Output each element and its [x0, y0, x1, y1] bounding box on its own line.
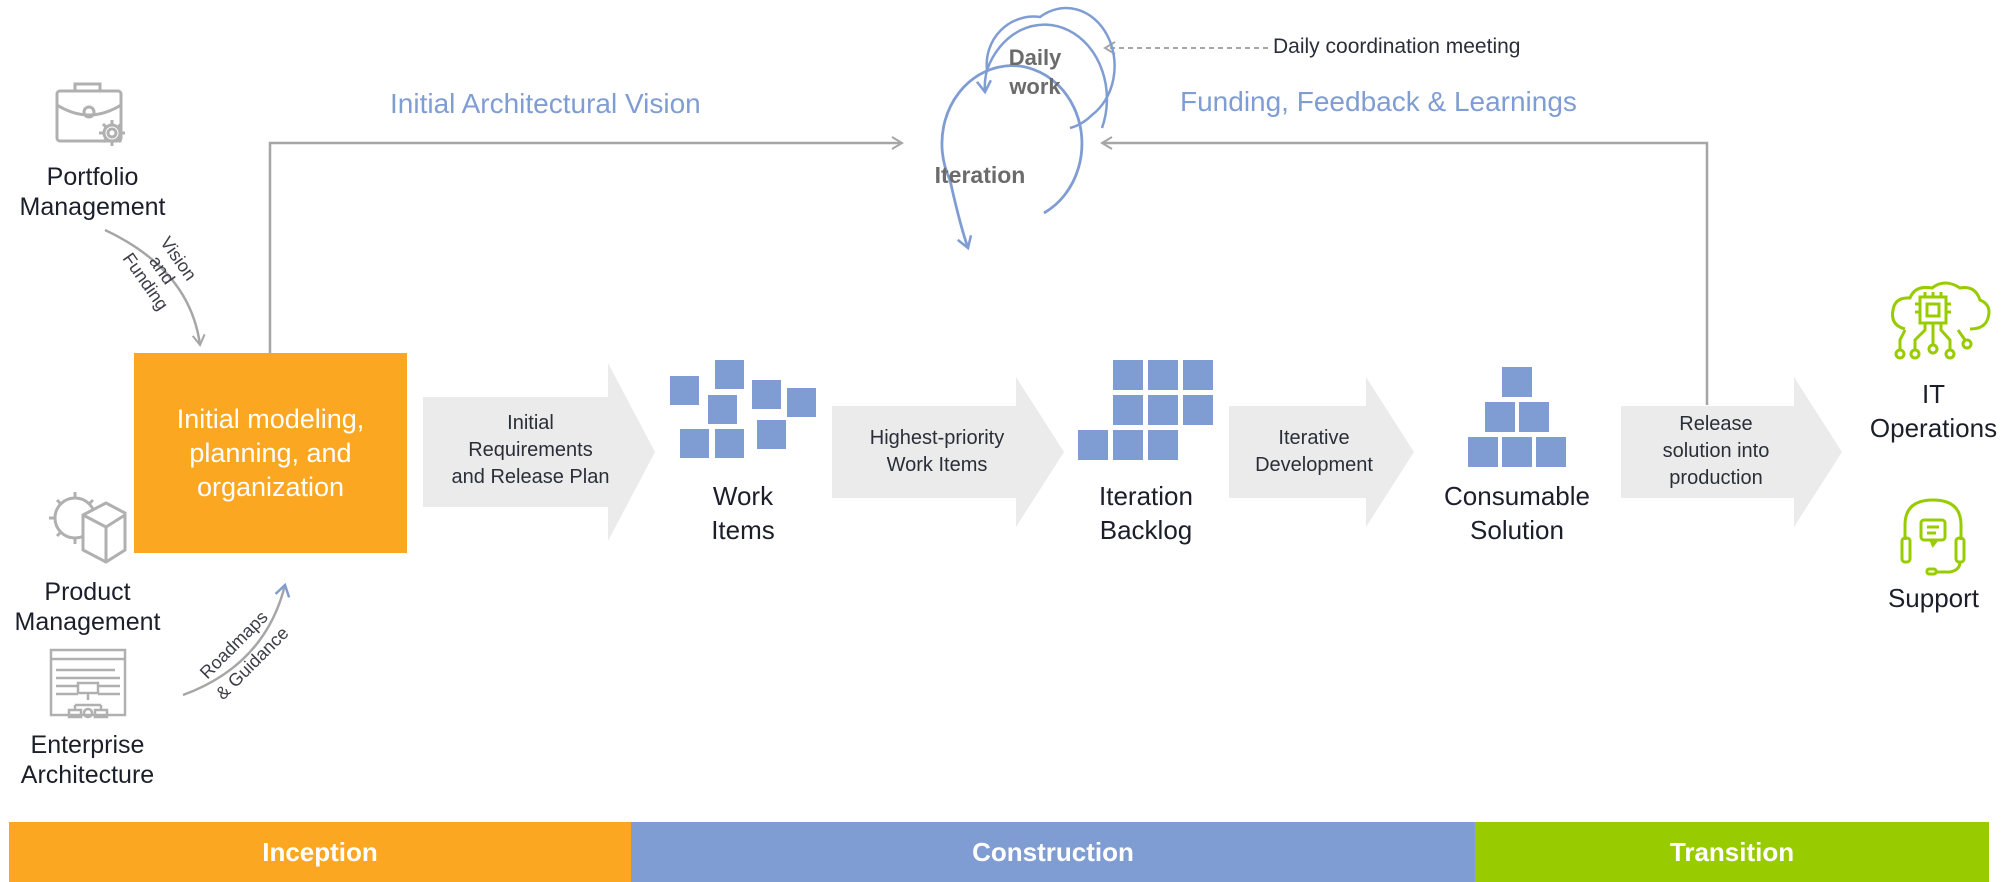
work-items-line2: Items: [711, 515, 775, 545]
flow-arrow-initial-requirements: Initial Requirements and Release Plan: [423, 410, 638, 491]
phase-inception: Inception: [9, 822, 631, 882]
daily-word: Daily: [1008, 45, 1062, 70]
pyramid-blocks-icon: [1468, 367, 1566, 467]
portfolio-line2: Management: [19, 193, 166, 221]
iteration-backlog-line2: Backlog: [1099, 515, 1193, 545]
flow-arrow-2-shape: [832, 377, 1064, 527]
support-label: Support: [1887, 583, 1980, 613]
vision-funding-arrow: [104, 228, 206, 347]
funding-feedback-connector: [1100, 136, 1709, 405]
flow-arrow-release-solution: Release solution into production: [1621, 411, 1811, 492]
architecture-diagram-icon: [49, 648, 127, 719]
phase-transition: Transition: [1475, 822, 1989, 882]
product-management-label: Product Management: [0, 577, 175, 637]
flow-arrow-4-line3: production: [1669, 467, 1763, 489]
initial-modeling-box: Initial modeling, planning, and organiza…: [134, 353, 407, 553]
inception-box-line1: Initial modeling,: [176, 404, 365, 434]
iteration-cycle: [940, 64, 1084, 248]
gear-box-icon: [49, 492, 127, 564]
flow-arrow-1-line2: Requirements: [468, 439, 593, 461]
scattered-blocks-icon: [670, 360, 816, 458]
flow-arrow-3-shape: [1229, 377, 1414, 527]
flow-arrow-4-line1: Release: [1679, 413, 1753, 435]
flow-arrow-2-line1: Highest-priority: [869, 427, 1005, 449]
flow-arrow-iterative-development: Iterative Development: [1229, 425, 1399, 479]
flow-arrow-4-shape: [1621, 377, 1842, 527]
consumable-solution-line2: Solution: [1470, 515, 1564, 545]
consumable-solution-label: Consumable Solution: [1417, 479, 1617, 547]
daily-meeting-label: Daily coordination meeting: [1273, 35, 1521, 58]
flow-arrow-3-line1: Iterative: [1278, 427, 1350, 449]
stacked-blocks-icon: [1078, 360, 1213, 460]
work-items-label: Work Items: [668, 479, 818, 547]
it-operations-line2: Operations: [1869, 413, 1998, 443]
phase-construction: Construction: [631, 822, 1475, 882]
product-line2: Management: [14, 608, 161, 636]
it-operations-label: IT Operations: [1852, 377, 2015, 445]
cloud-chip-icon: [1891, 281, 1991, 360]
daily-work-cycle: [985, 6, 1116, 130]
architectural-vision-connector: [268, 136, 904, 353]
architectural-vision-label: Initial Architectural Vision: [390, 88, 701, 119]
flow-arrow-1-line1: Initial: [507, 412, 554, 434]
inception-box-line3: organization: [196, 472, 345, 502]
iteration-label: Iteration: [934, 162, 1026, 188]
consumable-solution-line1: Consumable: [1444, 481, 1590, 511]
briefcase-gear-icon: [55, 82, 125, 146]
flow-arrow-1-line3: and Release Plan: [451, 466, 610, 488]
flow-arrow-1-shape: [423, 363, 655, 541]
enterprise-architecture-label: Enterprise Architecture: [0, 730, 175, 790]
inception-box-line2: planning, and: [189, 438, 352, 468]
enterprise-line1: Enterprise: [30, 731, 145, 759]
iteration-backlog-label: Iteration Backlog: [1066, 479, 1226, 547]
flow-arrow-4-line2: solution into: [1662, 440, 1770, 462]
funding-feedback-label: Funding, Feedback & Learnings: [1180, 86, 1577, 117]
portfolio-management-label: Portfolio Management: [0, 162, 185, 222]
work-items-line1: Work: [712, 481, 774, 511]
enterprise-line2: Architecture: [20, 761, 155, 789]
portfolio-line1: Portfolio: [46, 163, 139, 191]
iteration-backlog-line1: Iteration: [1099, 481, 1193, 511]
work-word: work: [1009, 74, 1061, 99]
headset-icon: [1900, 498, 1966, 576]
flow-arrow-highest-priority: Highest-priority Work Items: [832, 425, 1042, 479]
product-line1: Product: [44, 578, 131, 606]
it-operations-line1: IT: [1921, 379, 1946, 409]
daily-work-label: Daily work: [995, 43, 1075, 101]
roadmaps-guidance-arrow: [182, 585, 285, 697]
flow-arrow-3-line2: Development: [1255, 454, 1373, 476]
flow-arrow-2-line2: Work Items: [886, 454, 988, 476]
